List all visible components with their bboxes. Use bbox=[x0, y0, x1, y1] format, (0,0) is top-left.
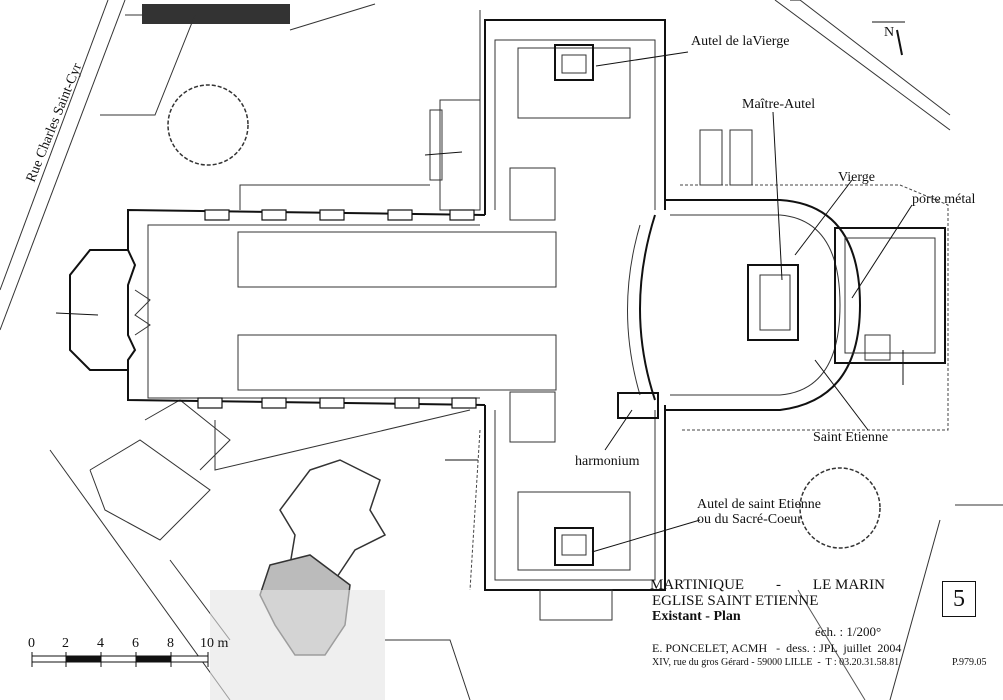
scale-tick: 6 bbox=[132, 636, 139, 651]
leader-lines bbox=[55, 0, 913, 700]
sheet-number: 5 bbox=[942, 581, 976, 617]
title-town: LE MARIN bbox=[812, 577, 885, 593]
title-church: EGLISE SAINT ETIENNE bbox=[652, 593, 819, 609]
church-walls bbox=[69, 10, 949, 621]
north-label: N bbox=[884, 25, 894, 40]
title-author: E. PONCELET, ACMH - dess. : JPL juillet … bbox=[652, 641, 902, 655]
title-plan: Existant - Plan bbox=[652, 609, 741, 624]
trees bbox=[167, 84, 881, 700]
title-ref: P.979.05 bbox=[952, 657, 987, 668]
north-arrow-icon: N bbox=[872, 21, 905, 56]
scale-tick: 8 bbox=[167, 636, 174, 651]
scale-tick: 4 bbox=[97, 636, 104, 651]
scale-tick: 2 bbox=[62, 636, 69, 651]
title-scale: éch. : 1/200° bbox=[815, 624, 882, 639]
title-location: MARTINIQUE bbox=[650, 577, 745, 593]
label-saint-etienne: Saint Etienne bbox=[813, 430, 888, 445]
label-autel-st-etienne-1: Autel de saint Etienne bbox=[697, 497, 821, 512]
scale-bar: 0 2 4 6 8 10 m bbox=[28, 636, 229, 667]
label-vierge: Vierge bbox=[838, 170, 875, 185]
street-name: Rue Charles Saint-Cyr bbox=[24, 61, 86, 184]
scale-tick: 0 bbox=[28, 636, 35, 651]
label-maitre-autel: Maître-Autel bbox=[742, 97, 815, 112]
label-porte-metal: porte métal bbox=[912, 192, 975, 207]
label-autel-vierge: Autel de laVierge bbox=[691, 34, 789, 49]
title-sep: - bbox=[776, 577, 781, 593]
scale-tick: 10 m bbox=[200, 636, 229, 651]
label-autel-st-etienne-2: ou du Sacré-Coeur bbox=[697, 512, 802, 527]
label-harmonium: harmonium bbox=[575, 454, 640, 469]
title-address: XIV, rue du gros Gérard - 59000 LILLE - … bbox=[652, 657, 900, 668]
neighbor-building-hatch bbox=[142, 4, 290, 24]
